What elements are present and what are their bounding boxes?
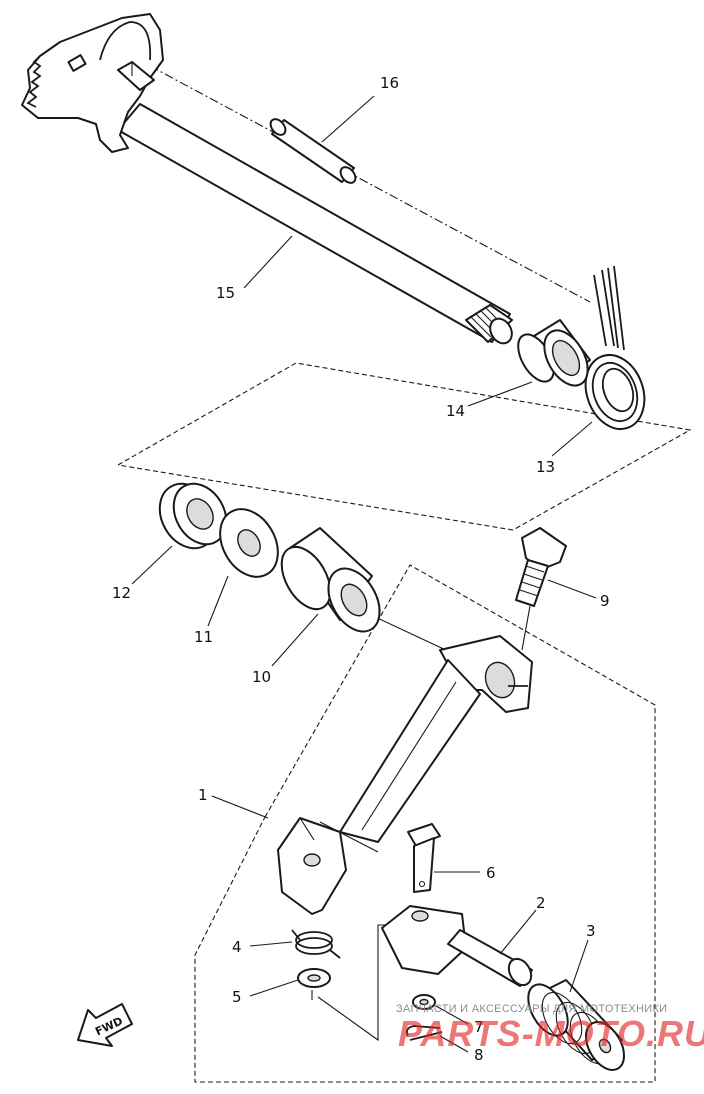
callout-2: 2	[536, 894, 546, 912]
footrest-rubber-3	[527, 979, 625, 1071]
torsion-spring-13	[584, 265, 646, 430]
callout-leaders	[131, 95, 597, 1053]
clamp-bolt-9	[515, 527, 567, 651]
collar-14	[517, 319, 591, 387]
group-outline-lower	[194, 564, 656, 1083]
callout-6: 6	[486, 864, 496, 882]
callout-1: 1	[198, 786, 208, 804]
callout-11: 11	[194, 628, 213, 646]
callout-13: 13	[536, 458, 555, 476]
callout-labels: 16 15 14 13 12 11 10 9 1 6 2 3 4 5 7 8	[112, 74, 610, 1064]
callout-12: 12	[112, 584, 131, 602]
washer-11	[219, 508, 279, 578]
callout-4: 4	[232, 938, 242, 956]
oil-seal-12	[158, 482, 228, 550]
callout-15: 15	[216, 284, 235, 302]
shaft-spline-end	[465, 304, 513, 345]
callout-14: 14	[446, 402, 465, 420]
washer-5	[297, 968, 331, 988]
bushing-10	[280, 527, 381, 633]
callout-8: 8	[474, 1046, 484, 1064]
watermark-site: PARTS-MOTO.RU	[398, 1013, 704, 1054]
spring-washer-4	[291, 929, 341, 959]
callout-10: 10	[252, 668, 271, 686]
callout-7: 7	[474, 1018, 484, 1036]
callout-3: 3	[586, 922, 596, 940]
callout-16: 16	[380, 74, 399, 92]
cotter-pin-8	[405, 1025, 443, 1041]
clevis-pin-6	[407, 823, 441, 893]
watermark-tagline: ЗАПЧАСТИ И АКСЕССУАРЫ ДЛЯ МОТОТЕХНИКИ	[396, 1003, 667, 1015]
footrest-rod-2	[381, 905, 533, 987]
watermark: ЗАПЧАСТИ И АКСЕССУАРЫ ДЛЯ МОТОТЕХНИКИ PA…	[396, 1003, 704, 1054]
dowel-pin-16	[269, 118, 357, 184]
forward-arrow-icon: FWD	[77, 1003, 133, 1047]
shift-shaft-15	[21, 13, 513, 345]
shift-pedal-arm-1	[277, 635, 533, 915]
callout-5: 5	[232, 988, 242, 1006]
callout-9: 9	[600, 592, 610, 610]
group-outline-upper	[117, 362, 692, 531]
washer-7	[412, 994, 436, 1010]
